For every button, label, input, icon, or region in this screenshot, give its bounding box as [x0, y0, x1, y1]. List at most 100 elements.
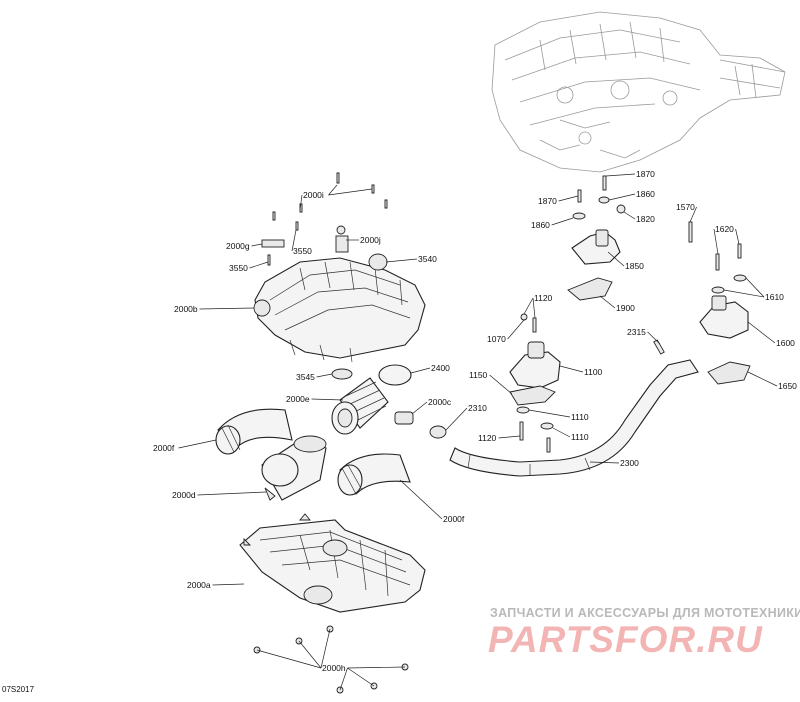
tube-2000e	[331, 377, 389, 435]
leader-line-2000f	[399, 479, 443, 520]
callout-1120: 1120	[478, 433, 497, 443]
washer-1610b	[711, 286, 725, 294]
callout-2000c: 2000c	[428, 397, 452, 407]
leader-line-1620	[713, 228, 719, 255]
leader-line-2000i	[328, 188, 373, 196]
callout-1870: 1870	[538, 196, 557, 206]
leader-line-2000f	[178, 439, 217, 449]
leader-line-1110	[552, 427, 571, 438]
leader-line-3550	[249, 261, 269, 269]
leader-line-1150	[489, 374, 513, 395]
leader-line-1850	[607, 251, 625, 267]
sensor-2000j	[335, 235, 349, 253]
callout-2000g: 2000g	[226, 241, 250, 251]
callout-2000h: 2000h	[322, 663, 346, 673]
bolts-2000i	[267, 172, 388, 266]
engine-block-outline	[491, 11, 786, 173]
leader-line-2000h	[320, 628, 331, 669]
callout-1650: 1650	[778, 381, 797, 391]
engine-mount-1100	[509, 341, 561, 389]
hose-2300	[449, 359, 699, 477]
leader-line-3550	[291, 229, 297, 252]
callout-3540: 3540	[418, 254, 437, 264]
watermark-tagline: ЗАПЧАСТИ И АКСЕССУАРЫ ДЛЯ МОТОТЕХНИКИ	[490, 606, 800, 620]
clamp-2310	[429, 425, 447, 439]
leader-line-1120	[498, 435, 521, 439]
leader-line-1110	[528, 409, 571, 418]
nut-1820	[616, 204, 626, 214]
bracket-1150	[509, 385, 556, 406]
callout-1870: 1870	[636, 169, 655, 179]
leader-line-1860	[551, 217, 574, 226]
leader-line-2000h	[347, 667, 375, 687]
leader-line-1070	[507, 319, 525, 340]
callout-2310: 2310	[468, 403, 487, 413]
bolt-1870	[602, 175, 607, 191]
seal-3540	[368, 253, 388, 271]
elbow-2000f-right	[337, 453, 411, 496]
leader-line-1870	[605, 173, 636, 177]
watermark-logo: PARTSFOR.RU	[488, 619, 763, 660]
leader-line-1120	[532, 297, 536, 319]
callout-3550: 3550	[293, 246, 312, 256]
leader-line-2300	[589, 461, 620, 464]
bolt-1120	[532, 317, 537, 333]
leader-line-2000i	[328, 184, 338, 196]
callout-2000a: 2000a	[187, 580, 211, 590]
fitting-2000c	[394, 411, 414, 425]
callout-1100: 1100	[584, 367, 603, 377]
callout-1900: 1900	[616, 303, 635, 313]
leader-line-2000a	[212, 583, 245, 586]
callout-1150: 1150	[469, 370, 488, 380]
leader-line-2000c	[411, 401, 428, 415]
bolt-1870b	[577, 189, 582, 203]
leader-line-1820	[623, 211, 636, 220]
nut-1120	[520, 313, 528, 321]
bracket-1900	[567, 277, 613, 301]
clamp-2400	[378, 364, 412, 386]
engine-mount-1850	[571, 229, 621, 265]
leader-line-2000h	[347, 666, 406, 669]
oring-3545	[331, 368, 353, 380]
clip-2315	[653, 339, 665, 355]
callout-2315: 2315	[627, 327, 646, 337]
callout-3545: 3545	[296, 372, 315, 382]
bolt-1120b	[519, 421, 524, 441]
callout-1120: 1120	[534, 293, 553, 303]
leader-line-2000e	[311, 398, 344, 401]
callout-1820: 1820	[636, 214, 655, 224]
leader-line-1570	[689, 206, 697, 223]
leader-line-3540	[385, 258, 418, 263]
leader-line-1900	[599, 295, 616, 309]
washer-1860b	[572, 212, 586, 220]
intake-manifold-upper	[253, 257, 426, 363]
washer-1860	[598, 196, 610, 204]
washer-1610	[733, 274, 747, 282]
leader-line-2000h	[339, 667, 348, 691]
leader-line-1100	[559, 365, 584, 373]
tube-2000d	[261, 435, 327, 501]
bolt-1620	[715, 253, 720, 271]
callout-1600: 1600	[776, 338, 795, 348]
callout-1610: 1610	[765, 292, 784, 302]
callout-2000j: 2000j	[360, 235, 381, 245]
engine-mount-1600	[699, 295, 749, 339]
bolt-1620b	[737, 243, 742, 259]
bracket-1650	[707, 361, 751, 385]
leader-line-1620	[735, 228, 740, 245]
bolt-1120c	[546, 437, 551, 453]
callout-2000f: 2000f	[443, 514, 465, 524]
leader-line-2400	[410, 367, 431, 374]
bolt-1570	[688, 221, 693, 243]
leader-line-2000i	[299, 194, 303, 211]
leader-line-2315	[647, 331, 661, 345]
fasteners-2000h	[253, 625, 409, 694]
airbox-lower-2000a	[239, 513, 426, 613]
callout-2000d: 2000d	[172, 490, 196, 500]
leader-line-1610	[723, 289, 765, 298]
gasket-2000g	[261, 239, 285, 248]
callout-1860: 1860	[531, 220, 550, 230]
callout-2000f: 2000f	[153, 443, 175, 453]
